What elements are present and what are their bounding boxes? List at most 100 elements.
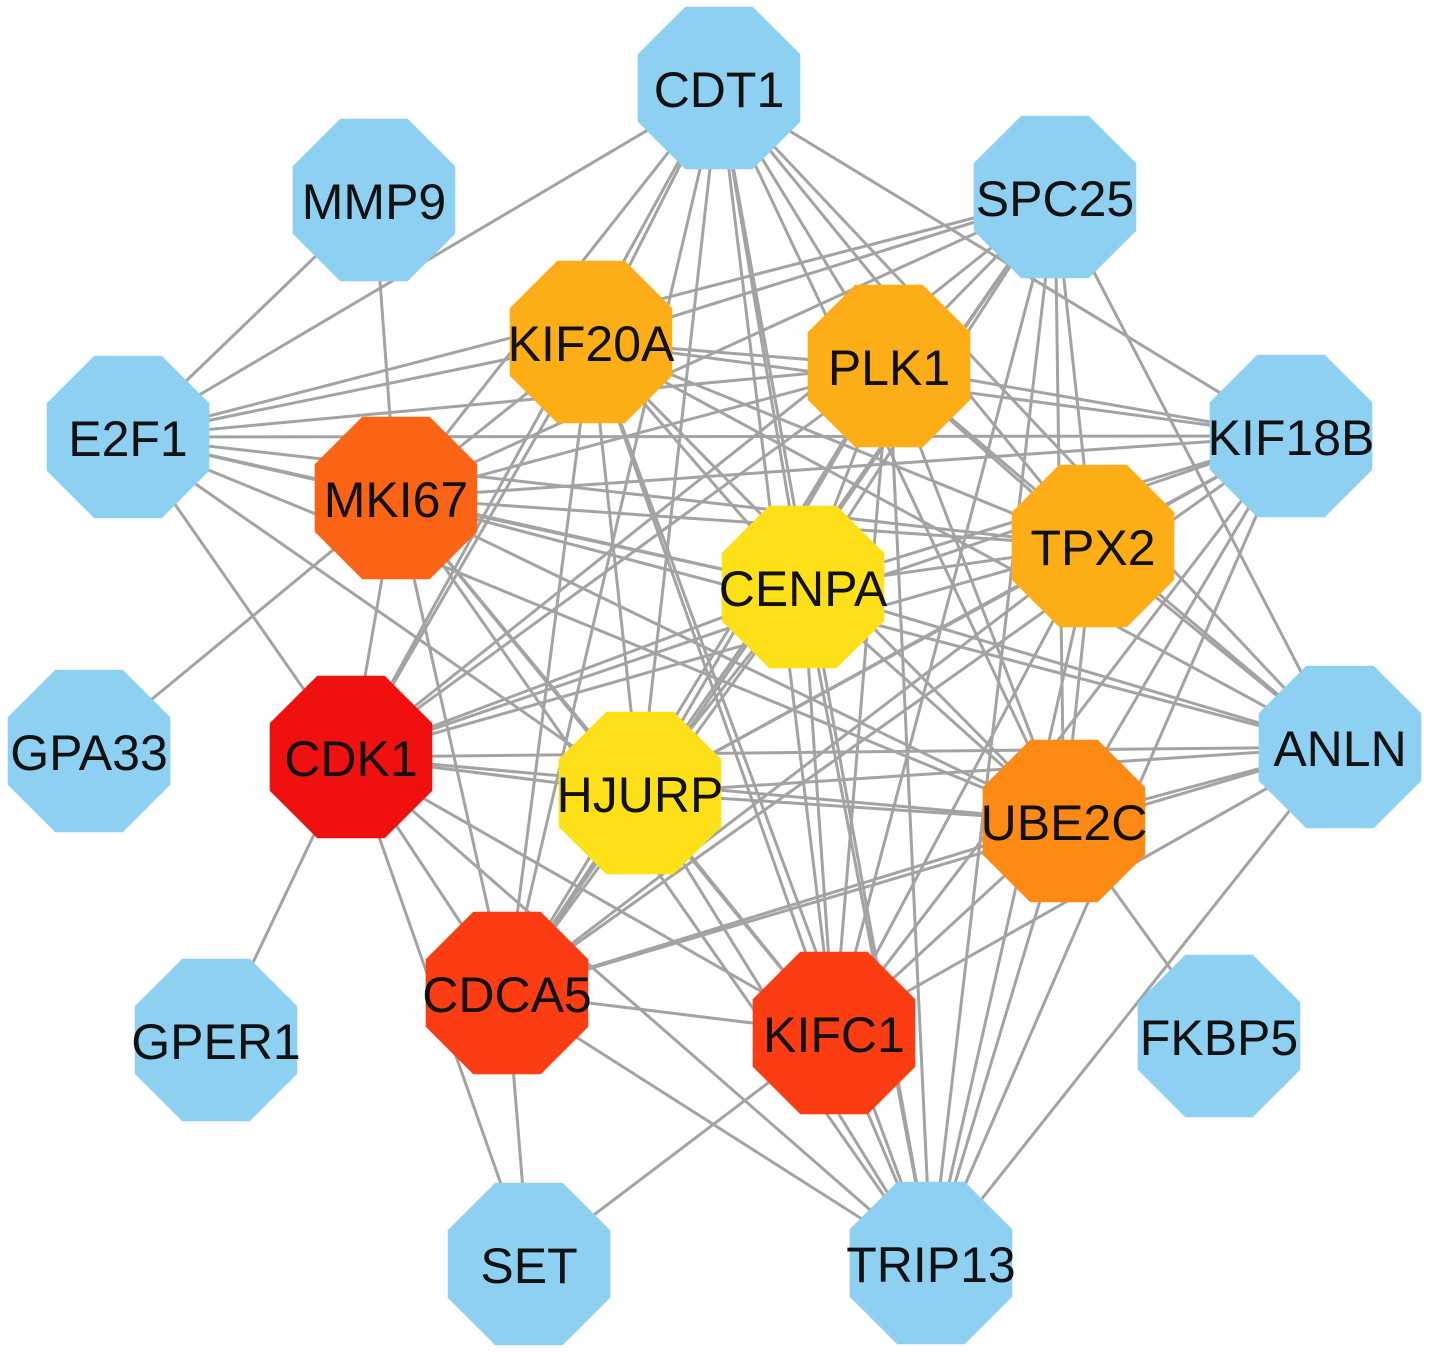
edge-trip13-plk1 xyxy=(887,365,933,1264)
edge-plk1-kifc1 xyxy=(832,365,891,1034)
node-fkbp5: FKBP5 xyxy=(1137,954,1301,1118)
edge-spc25-mki67 xyxy=(395,195,1056,500)
node-mmp9: MMP9 xyxy=(292,118,456,282)
node-octagon xyxy=(46,355,210,519)
edge-spc25-trip13 xyxy=(929,196,1057,1264)
node-cdt1: CDT1 xyxy=(637,6,801,170)
edge-spc25-kifc1 xyxy=(832,196,1057,1034)
node-octagon xyxy=(849,1181,1013,1345)
node-gper1: GPER1 xyxy=(131,958,301,1122)
node-octagon xyxy=(1137,954,1301,1118)
edge-trip13-tpx2 xyxy=(929,545,1095,1264)
node-label: KIF20A xyxy=(508,316,675,372)
node-plk1: PLK1 xyxy=(807,284,971,448)
edge-trip13-mki67 xyxy=(394,497,933,1264)
edge-tpx2-cdk1 xyxy=(350,544,1094,759)
node-e2f1: E2F1 xyxy=(46,355,210,519)
node-trip13: TRIP13 xyxy=(846,1181,1016,1345)
node-label: CDK1 xyxy=(284,731,417,787)
node-octagon xyxy=(973,115,1137,279)
node-ube2c: UBE2C xyxy=(981,739,1148,903)
node-label: TPX2 xyxy=(1030,520,1155,576)
node-octagon xyxy=(7,669,171,833)
edge-mki67-ube2c xyxy=(395,496,1065,823)
node-octagon xyxy=(1209,354,1373,518)
node-octagon xyxy=(982,739,1146,903)
edge-cdt1-kif18b xyxy=(718,86,1292,438)
node-octagon xyxy=(807,284,971,448)
node-octagon xyxy=(292,118,456,282)
edge-tpx2-kifc1 xyxy=(832,545,1095,1034)
edge-trip13-kif20a xyxy=(589,341,933,1264)
node-label: FKBP5 xyxy=(1140,1010,1298,1066)
node-label: E2F1 xyxy=(68,411,188,467)
edge-cdk1-kifc1 xyxy=(350,755,835,1035)
node-octagon xyxy=(269,675,433,839)
node-cdk1: CDK1 xyxy=(269,675,433,839)
node-octagon xyxy=(447,1182,611,1346)
node-label: SPC25 xyxy=(976,171,1134,227)
node-label: KIF18B xyxy=(1208,410,1375,466)
node-octagon xyxy=(509,260,673,424)
node-label: PLK1 xyxy=(828,340,950,396)
edge-kif20a-kifc1 xyxy=(589,341,836,1034)
edge-spc25-anln xyxy=(1053,196,1342,748)
edge-kif18b-mki67 xyxy=(395,434,1292,500)
edge-trip13-cenpa xyxy=(801,586,933,1264)
edge-e2f1-hjurp xyxy=(127,435,641,795)
node-label: TRIP13 xyxy=(846,1237,1016,1293)
node-kifc1: KIFC1 xyxy=(752,951,916,1115)
node-cdca5: CDCA5 xyxy=(422,911,592,1075)
node-kif18b: KIF18B xyxy=(1208,354,1375,518)
edge-anln-trip13 xyxy=(929,746,1342,1264)
edge-anln-hjurp xyxy=(639,745,1341,795)
node-octagon xyxy=(314,416,478,580)
node-mki67: MKI67 xyxy=(314,416,478,580)
node-label: MMP9 xyxy=(302,174,446,230)
edge-anln-kif20a xyxy=(590,340,1341,749)
edge-ube2c-cdca5 xyxy=(506,819,1065,995)
node-octagon xyxy=(425,911,589,1075)
node-label: HJURP xyxy=(557,767,724,823)
edge-cdt1-cdk1 xyxy=(349,87,721,758)
node-spc25: SPC25 xyxy=(973,115,1137,279)
node-octagon xyxy=(134,958,298,1122)
edge-e2f1-kif18b xyxy=(127,434,1292,439)
node-octagon xyxy=(558,711,722,875)
edge-kif18b-kifc1 xyxy=(832,435,1293,1034)
node-octagon xyxy=(721,505,885,669)
edge-trip13-cdca5 xyxy=(506,991,932,1265)
node-label: GPA33 xyxy=(10,725,168,781)
edge-tpx2-hjurp xyxy=(639,544,1094,795)
node-octagon xyxy=(637,6,801,170)
edge-tpx2-cdca5 xyxy=(506,544,1094,995)
edge-e2f1-plk1 xyxy=(127,364,890,439)
node-label: CENPA xyxy=(719,561,888,617)
edge-cdt1-ube2c xyxy=(717,87,1066,822)
edge-cdt1-hjurp xyxy=(638,87,721,794)
node-label: CDT1 xyxy=(654,62,785,118)
edge-plk1-mki67 xyxy=(395,364,890,500)
edge-mki67-tpx2 xyxy=(395,496,1094,548)
node-label: CDCA5 xyxy=(422,967,591,1023)
node-octagon xyxy=(752,951,916,1115)
node-label: SET xyxy=(480,1238,577,1294)
edge-anln-cenpa xyxy=(802,585,1341,749)
node-kif20a: KIF20A xyxy=(508,260,675,424)
node-label: MKI67 xyxy=(324,472,469,528)
node-anln: ANLN xyxy=(1258,665,1422,829)
node-label: ANLN xyxy=(1273,721,1406,777)
node-label: KIFC1 xyxy=(763,1007,905,1063)
node-octagon xyxy=(1258,665,1422,829)
node-gpa33: GPA33 xyxy=(7,669,171,833)
edge-anln-cdca5 xyxy=(506,745,1341,995)
node-hjurp: HJURP xyxy=(557,711,724,875)
node-label: GPER1 xyxy=(131,1014,301,1070)
node-label: UBE2C xyxy=(981,795,1148,851)
node-set: SET xyxy=(447,1182,611,1346)
node-cenpa: CENPA xyxy=(719,505,888,669)
node-octagon xyxy=(1011,464,1175,628)
edge-anln-cdk1 xyxy=(350,745,1341,759)
